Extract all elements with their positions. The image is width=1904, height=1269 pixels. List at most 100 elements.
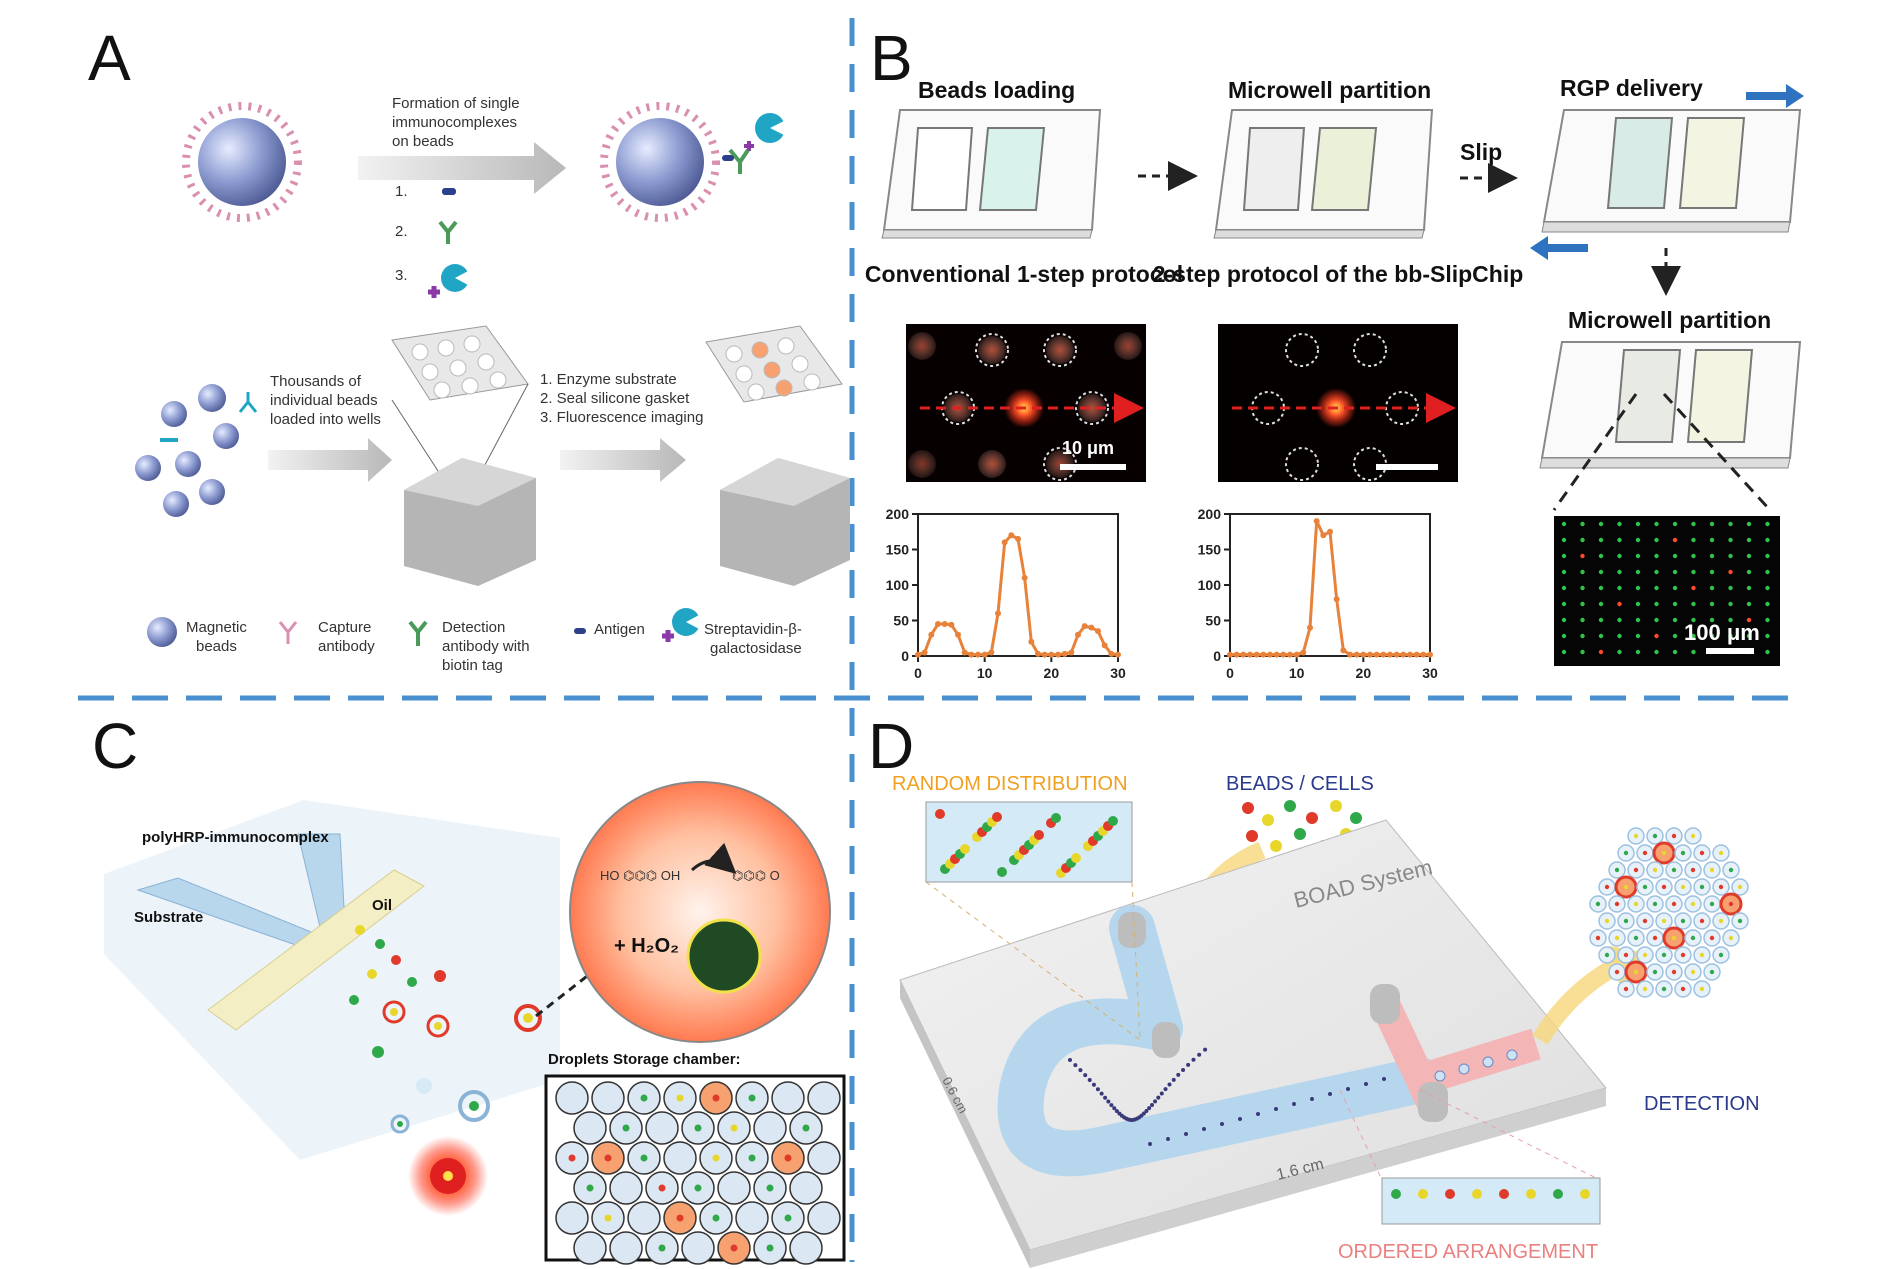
- fluorescence-image-conventional: 10 μm: [906, 324, 1146, 482]
- step-number-2: 2.: [395, 223, 408, 240]
- channel-bead: [1176, 1072, 1181, 1077]
- x-tick-label: 20: [1356, 665, 1372, 681]
- droplet-content: [604, 1214, 612, 1222]
- data-point: [1333, 596, 1340, 603]
- y-tick-label: 50: [1205, 613, 1221, 629]
- channel-bead: [1238, 1117, 1242, 1121]
- big-droplet-center: [443, 1171, 453, 1181]
- storage-droplet: [789, 1171, 823, 1205]
- data-point: [1101, 642, 1108, 649]
- array-dot: [1691, 633, 1696, 639]
- array-dot: [1598, 585, 1604, 591]
- array-dot: [1598, 553, 1604, 559]
- data-point: [915, 651, 921, 658]
- channel-bead: [1191, 1057, 1196, 1062]
- data-point: [955, 631, 961, 638]
- detection-content: [1699, 952, 1705, 958]
- droplet-content: [712, 1154, 720, 1162]
- stage-title-slip: Slip: [1460, 139, 1502, 165]
- channel-bead: [1141, 1111, 1146, 1116]
- step-arrow: [358, 142, 566, 194]
- channel-bead: [1103, 1095, 1108, 1100]
- droplet-content: [712, 1214, 720, 1222]
- droplet-content: [694, 1184, 702, 1192]
- channel-bead: [1163, 1087, 1168, 1092]
- channel-bead: [1328, 1092, 1332, 1096]
- channel-bead: [1068, 1058, 1072, 1062]
- detection-content: [1709, 867, 1715, 873]
- ordered-dot: [1553, 1189, 1563, 1199]
- data-point: [1015, 535, 1021, 542]
- scale-bar-label-100um: 100 μm: [1684, 620, 1760, 645]
- array-dot: [1765, 585, 1770, 591]
- data-point: [1280, 651, 1287, 658]
- channel-bead: [1087, 1078, 1092, 1083]
- detection-content: [1671, 833, 1677, 839]
- capture-antibody-icon: [278, 621, 298, 644]
- detection-content: [1652, 969, 1658, 975]
- droplet-content: [676, 1214, 684, 1222]
- label-substrate: Substrate: [134, 909, 203, 926]
- storage-droplet: [573, 1111, 607, 1145]
- data-point: [995, 610, 1001, 617]
- storage-droplet: [609, 1231, 643, 1265]
- detection-content: [1652, 867, 1658, 873]
- stage-title-microwell-partition-2: Microwell partition: [1568, 307, 1771, 333]
- panel-letter-d: D: [868, 710, 914, 782]
- antigen-icon-step: [442, 188, 456, 195]
- detection-content: [1604, 884, 1610, 890]
- channel-bead: [1091, 1082, 1096, 1087]
- storage-droplet: [771, 1081, 805, 1115]
- array-dot: [1561, 585, 1567, 591]
- detection-content: [1690, 901, 1696, 907]
- data-point: [1115, 651, 1121, 658]
- bead-cell: [1330, 800, 1342, 812]
- detection-content: [1718, 884, 1724, 890]
- random-dot: [1108, 816, 1118, 826]
- slipchip-rgp: [1541, 109, 1802, 233]
- data-point: [988, 649, 995, 656]
- beads-cluster: [135, 384, 258, 517]
- channel-bead: [1166, 1137, 1170, 1141]
- array-dot: [1598, 537, 1604, 543]
- droplet-content: [766, 1244, 774, 1252]
- data-point: [968, 651, 975, 658]
- ordered-dot: [1499, 1189, 1509, 1199]
- array-dot: [1765, 633, 1770, 639]
- array-dot: [1635, 649, 1641, 655]
- channel-bead: [1147, 1106, 1152, 1111]
- data-point: [1367, 651, 1373, 658]
- array-dot: [1654, 601, 1659, 607]
- detection-content: [1680, 952, 1686, 958]
- array-dot: [1691, 585, 1696, 591]
- detection-content: [1661, 918, 1667, 924]
- series-line: [1230, 520, 1430, 657]
- legend-streptavidin: Streptavidin-β-galactosidase: [704, 621, 802, 657]
- droplet-content: [658, 1184, 666, 1192]
- array-dot: [1617, 537, 1622, 543]
- detection-content: [1690, 867, 1696, 873]
- channel-beads: [1068, 1047, 1518, 1146]
- array-dot: [1672, 633, 1678, 639]
- x-tick-label: 0: [1226, 665, 1234, 681]
- reaction-arrow: [690, 842, 737, 875]
- panel-c: C polyHRP-immunocomplex Substrate Oil: [92, 710, 846, 1265]
- random-inset-dots: [935, 809, 1118, 878]
- bead-cell: [1350, 812, 1362, 824]
- detection-content: [1690, 833, 1696, 839]
- detection-content: [1642, 952, 1648, 958]
- detection-content: [1690, 935, 1696, 941]
- y-tick-label: 150: [1198, 542, 1222, 558]
- channel-bead: [1144, 1109, 1149, 1114]
- data-point: [1320, 532, 1327, 539]
- data-point: [1400, 651, 1407, 658]
- detection-antibody-icon: [408, 620, 428, 646]
- slipchip-partition-2: [1539, 341, 1802, 469]
- bead-cell: [1270, 840, 1282, 852]
- channel-bead: [1114, 1109, 1119, 1114]
- detection-content: [1623, 986, 1629, 992]
- channel-bead: [1171, 1077, 1176, 1082]
